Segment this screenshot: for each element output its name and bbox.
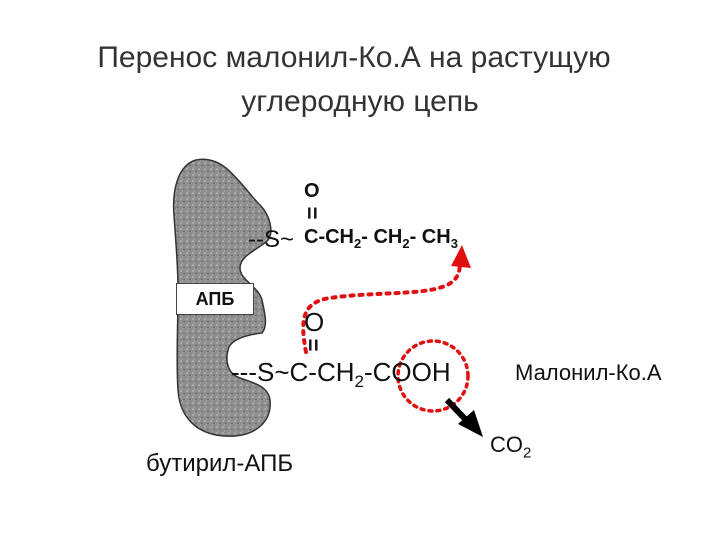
co2-sub: 2 <box>523 444 532 462</box>
bottom-ch2: -CH <box>308 357 355 387</box>
top-thioester: --S~ <box>248 226 295 253</box>
cooh-circle <box>396 339 470 413</box>
top-double-bond: = <box>299 206 325 220</box>
bottom-double-bond: = <box>300 338 326 352</box>
apb-label-box: АПБ <box>176 283 254 315</box>
decarboxylation-arrow-head <box>458 410 483 437</box>
malonyl-coa-label: Малонил-Ко.А <box>515 360 662 385</box>
top-carbon: C <box>304 226 319 248</box>
bottom-carbon: C <box>289 357 309 387</box>
co2-main: CO <box>490 432 523 457</box>
top-chain-formula: C-CH2- CH2- CH3 <box>304 226 458 251</box>
bottom-sub: 2 <box>354 372 364 392</box>
top-ch2-b: - CH <box>361 226 403 248</box>
top-ch2-a: -CH <box>318 226 354 248</box>
top-ch3: - CH <box>409 226 451 248</box>
bottom-chain-formula: ---S~C-CH2-COOH <box>231 357 451 392</box>
top-sub-a: 2 <box>354 236 362 251</box>
bottom-cooh: -COOH <box>363 357 451 387</box>
butyryl-apb-label: бутирил-АПБ <box>146 450 294 477</box>
bottom-thioester: ---S~ <box>231 357 290 387</box>
apb-label: АПБ <box>195 288 235 309</box>
top-sub-b: 2 <box>402 236 410 251</box>
title-line-2: углеродную цепь <box>241 85 479 118</box>
transfer-arrow-head <box>451 245 471 268</box>
transfer-arrow-path <box>301 260 462 354</box>
title-line-1: Перенос малонил-Ко.А на растущую <box>97 41 611 74</box>
top-sub-c: 3 <box>450 236 458 251</box>
bottom-oxygen: O <box>304 307 325 337</box>
top-oxygen: O <box>304 180 320 202</box>
decarboxylation-arrow-line <box>444 397 469 423</box>
co2-label: CO2 <box>490 432 531 461</box>
